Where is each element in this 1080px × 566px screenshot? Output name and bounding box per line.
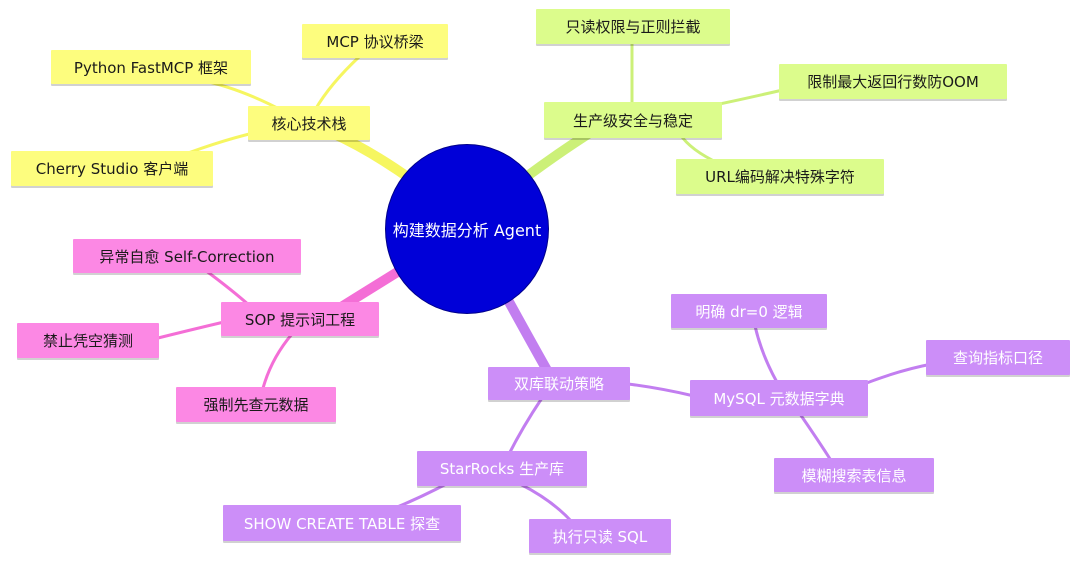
link-sop-metadata xyxy=(260,332,294,394)
dual-mysql-dictionary[interactable]: MySQL 元数据字典 xyxy=(690,380,868,416)
branch-tech-stack[interactable]: 核心技术栈 xyxy=(248,106,370,140)
mysql-dr-logic[interactable]: 明确 dr=0 逻辑 xyxy=(671,294,827,328)
sop-no-guessing[interactable]: 禁止凭空猜测 xyxy=(17,323,159,358)
tech-cherry-studio[interactable]: Cherry Studio 客户端 xyxy=(11,151,213,186)
starrocks-show-create-table[interactable]: SHOW CREATE TABLE 探查 xyxy=(223,505,461,541)
branch-safety-stability[interactable]: 生产级安全与稳定 xyxy=(544,102,722,138)
mysql-fuzzy-search[interactable]: 模糊搜索表信息 xyxy=(774,458,934,492)
safety-max-rows-oom[interactable]: 限制最大返回行数防OOM xyxy=(779,64,1007,99)
link-starrocks-sql xyxy=(518,482,574,524)
sop-self-correction[interactable]: 异常自愈 Self-Correction xyxy=(73,239,301,273)
dual-starrocks-production[interactable]: StarRocks 生产库 xyxy=(417,451,587,486)
link-tech-mcp xyxy=(313,54,362,112)
safety-url-encoding[interactable]: URL编码解决特殊字符 xyxy=(676,159,884,194)
sop-metadata-first[interactable]: 强制先查元数据 xyxy=(176,387,336,422)
link-mysql-metric xyxy=(862,362,934,386)
link-sop-selfcorrect xyxy=(203,268,252,308)
safety-readonly-regex[interactable]: 只读权限与正则拦截 xyxy=(536,9,730,44)
branch-sop-prompt[interactable]: SOP 提示词工程 xyxy=(221,302,379,336)
link-dual-starrocks xyxy=(506,396,544,458)
tech-mcp-bridge[interactable]: MCP 协议桥梁 xyxy=(302,24,448,58)
central-topic[interactable]: 构建数据分析 Agent xyxy=(385,144,549,314)
branch-dual-db-strategy[interactable]: 双库联动策略 xyxy=(488,367,630,400)
link-mysql-dr xyxy=(753,324,780,386)
starrocks-readonly-sql[interactable]: 执行只读 SQL xyxy=(529,519,671,553)
link-sop-noguess xyxy=(148,320,226,342)
mysql-metric-definition[interactable]: 查询指标口径 xyxy=(926,340,1070,375)
tech-python-fastmcp[interactable]: Python FastMCP 框架 xyxy=(51,50,251,84)
link-dual-mysql xyxy=(626,382,696,398)
link-center-dual xyxy=(503,295,553,377)
link-mysql-fuzzy xyxy=(798,412,834,464)
